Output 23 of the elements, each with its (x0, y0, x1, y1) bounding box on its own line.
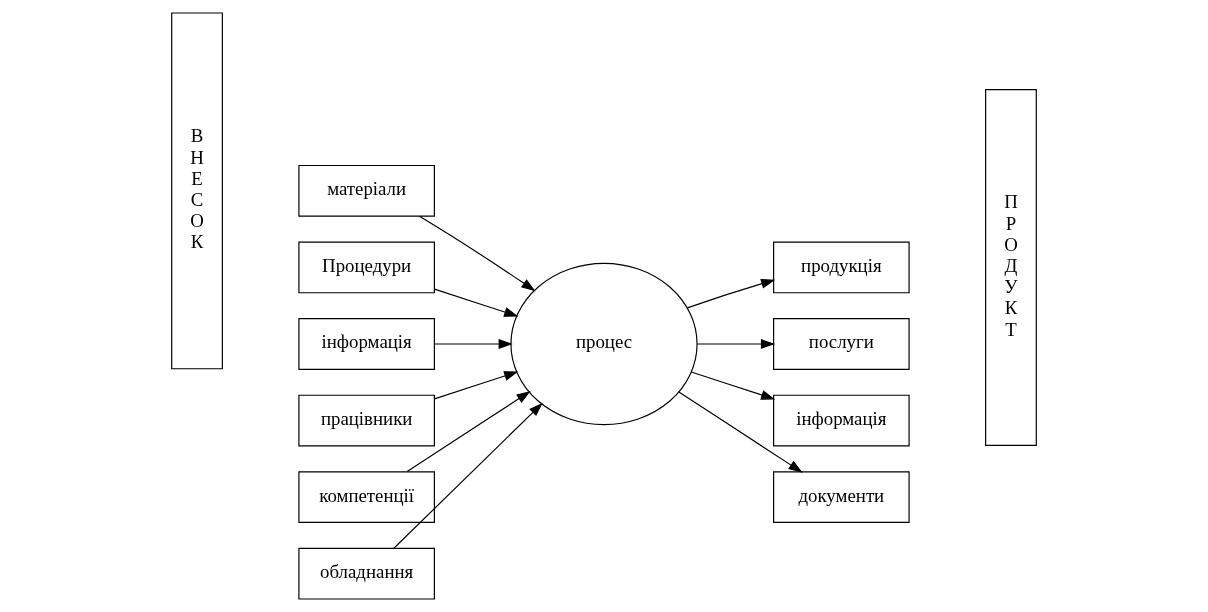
arrow (690, 371, 776, 400)
arrow (433, 288, 519, 317)
node-box: П Р О Д У К Т (985, 88, 1037, 446)
node-box: обладнання (298, 547, 435, 600)
arrow (433, 339, 513, 349)
arrow (406, 391, 531, 473)
node-box: інформація (298, 318, 435, 370)
node-box: компетенції (298, 471, 435, 524)
node-box: матеріали (298, 164, 435, 217)
node-box: продукція (773, 241, 910, 294)
node-ellipse: процес (510, 262, 698, 426)
arrow (696, 339, 776, 349)
node-box: документи (773, 471, 910, 524)
arrow (418, 215, 536, 292)
node-box: В Н Е С О К (171, 12, 223, 370)
node-box: інформація (773, 394, 910, 447)
arrow (433, 371, 519, 400)
node-box: працівники (298, 394, 435, 447)
node-box: Процедури (298, 241, 435, 294)
arrow (686, 279, 776, 309)
node-box: послуги (773, 318, 910, 370)
arrow (393, 402, 543, 549)
arrow (678, 391, 803, 473)
